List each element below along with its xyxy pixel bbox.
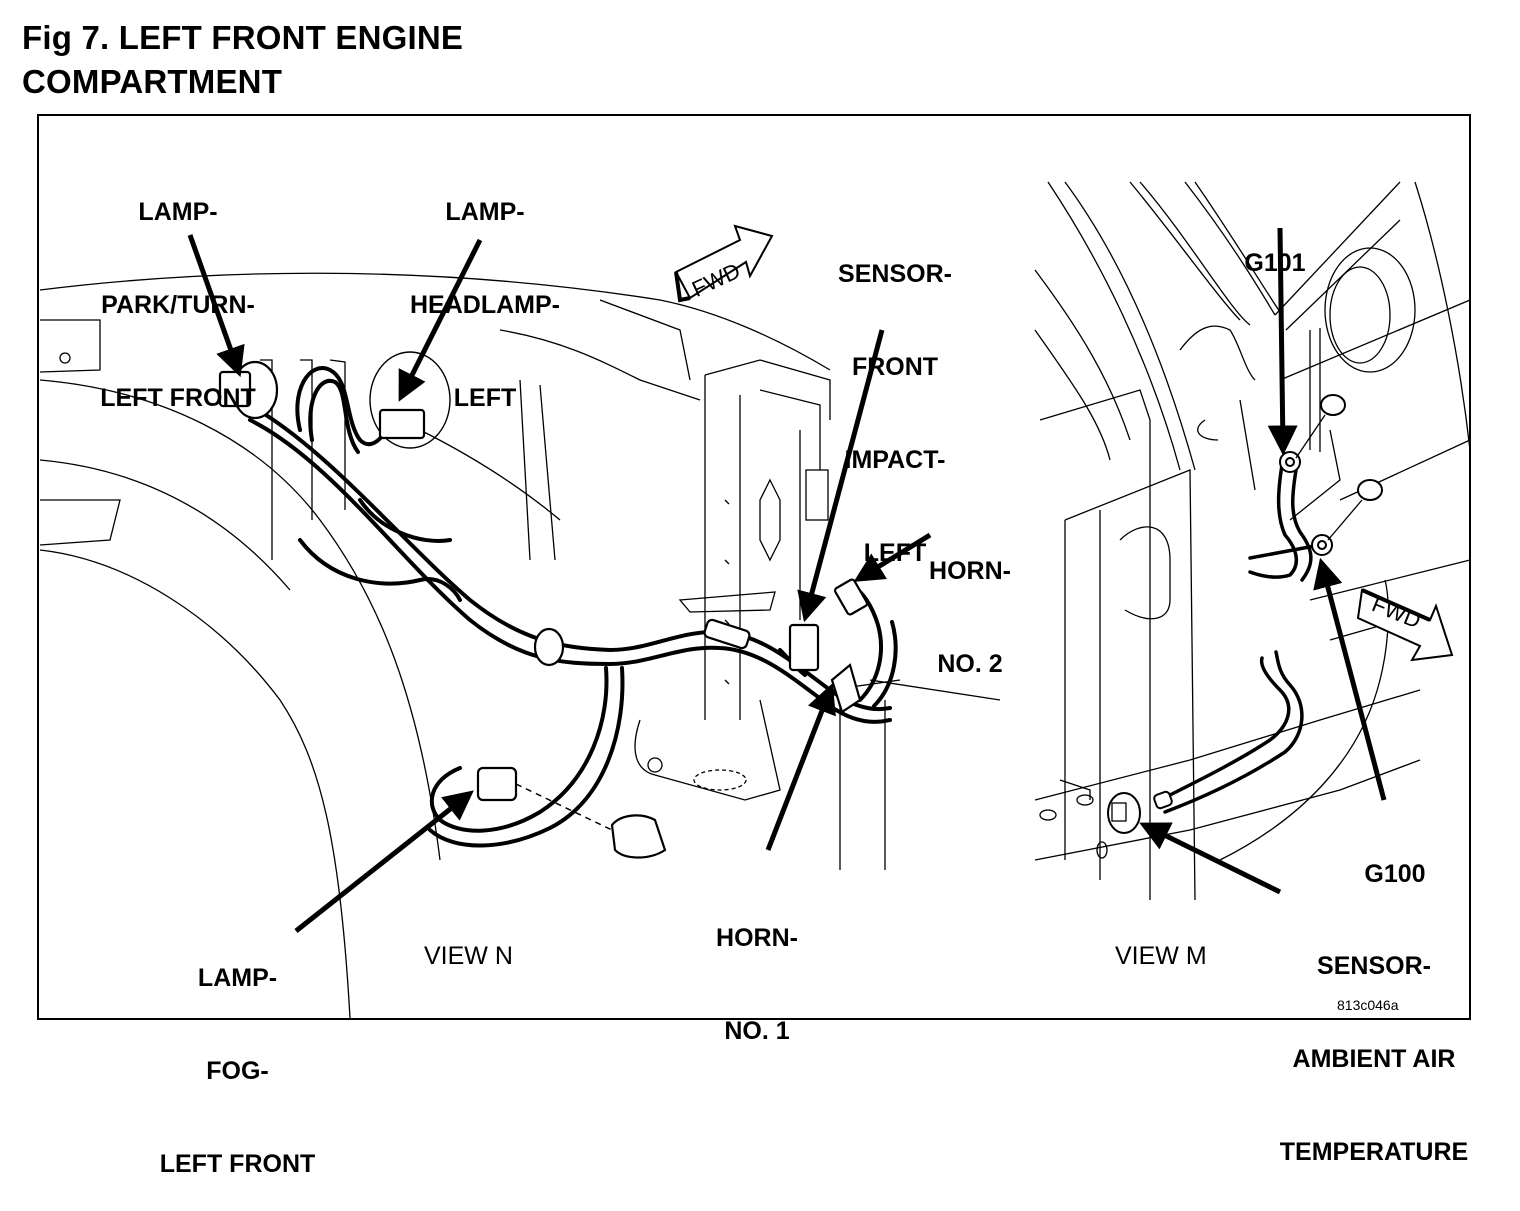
callout-line: LEFT FRONT <box>159 1150 316 1178</box>
callout-sensor-ambient-air-temperature: SENSOR- AMBIENT AIR TEMPERATURE <box>1278 889 1470 1199</box>
callout-line: NO. 1 <box>724 1017 790 1045</box>
arrow-horn-no1 <box>765 683 836 851</box>
arrow-lamp-park-turn <box>187 234 245 378</box>
wiring-diagram-artwork: FWD FWD <box>39 181 1471 1019</box>
arrow-lamp-headlamp <box>398 238 483 402</box>
view-n-label: VIEW N <box>424 942 513 970</box>
callout-line: NO. 2 <box>937 650 1003 678</box>
callout-line: IMPACT- <box>844 446 946 474</box>
arrow-sensor-front-impact <box>797 329 885 623</box>
callout-line: TEMPERATURE <box>1279 1138 1469 1166</box>
view-m-wiring-harness <box>1158 463 1322 814</box>
callout-line: HEADLAMP- <box>410 291 560 319</box>
fwd-arrow-icon: FWD <box>674 224 774 303</box>
callout-line: HORN- <box>716 924 798 952</box>
figure-title-line-1: Fig 7. LEFT FRONT ENGINE <box>22 19 464 56</box>
view-n-body-structure <box>39 272 1001 1019</box>
callout-lamp-fog-left-front: LAMP- FOG- LEFT FRONT <box>145 901 330 1211</box>
figure-reference-code: 813c046a <box>1337 997 1399 1013</box>
arrow-g100 <box>1313 557 1387 801</box>
callout-g101: G101 <box>1235 186 1315 310</box>
callout-line: PARK/TURN- <box>101 291 255 319</box>
callout-sensor-front-impact-left: SENSOR- FRONT IMPACT- LEFT <box>820 197 970 600</box>
callout-lamp-headlamp-left: LAMP- HEADLAMP- LEFT <box>405 135 565 445</box>
arrow-horn-no2 <box>853 532 932 582</box>
view-n-components <box>218 351 869 859</box>
callout-line: SENSOR- <box>838 260 952 288</box>
arrow-sensor-ambient <box>1139 822 1282 895</box>
callout-lamp-park-turn-left-front: LAMP- PARK/TURN- LEFT FRONT <box>88 135 268 445</box>
callout-horn-no-1: HORN- NO. 1 <box>702 861 812 1078</box>
callout-line: HORN- <box>929 557 1011 585</box>
diagram-frame <box>37 114 1471 1020</box>
callout-line: LAMP- <box>197 964 278 992</box>
callout-line: G101 <box>1244 249 1306 277</box>
view-m-label: VIEW M <box>1115 942 1207 970</box>
figure-title: Fig 7. LEFT FRONT ENGINE COMPARTMENT <box>22 16 463 104</box>
fog-lamp-bulb-alignment-line <box>515 783 613 831</box>
callout-line: LAMP- <box>138 198 218 226</box>
callout-line: LEFT FRONT <box>100 384 256 412</box>
callout-g100: G100 <box>1355 797 1435 921</box>
callout-line: FRONT <box>851 353 939 381</box>
figure-title-line-2: COMPARTMENT <box>22 63 283 100</box>
callout-line: G100 <box>1364 860 1426 888</box>
callout-line: LEFT <box>453 384 517 412</box>
view-m-components <box>1107 394 1383 834</box>
callout-line: LEFT <box>863 539 927 567</box>
callout-line: FOG- <box>206 1057 269 1085</box>
callout-line: AMBIENT AIR <box>1292 1045 1456 1073</box>
callout-horn-no-2: HORN- NO. 2 <box>920 494 1020 711</box>
callout-line: LAMP- <box>445 198 525 226</box>
fwd-arrow-icon: FWD <box>1356 588 1454 662</box>
arrow-lamp-fog <box>294 790 474 933</box>
callout-line: SENSOR- <box>1317 952 1431 980</box>
arrow-g101 <box>1267 227 1298 456</box>
view-n-wiring-harness <box>238 366 898 848</box>
leader-arrows <box>187 227 1387 933</box>
